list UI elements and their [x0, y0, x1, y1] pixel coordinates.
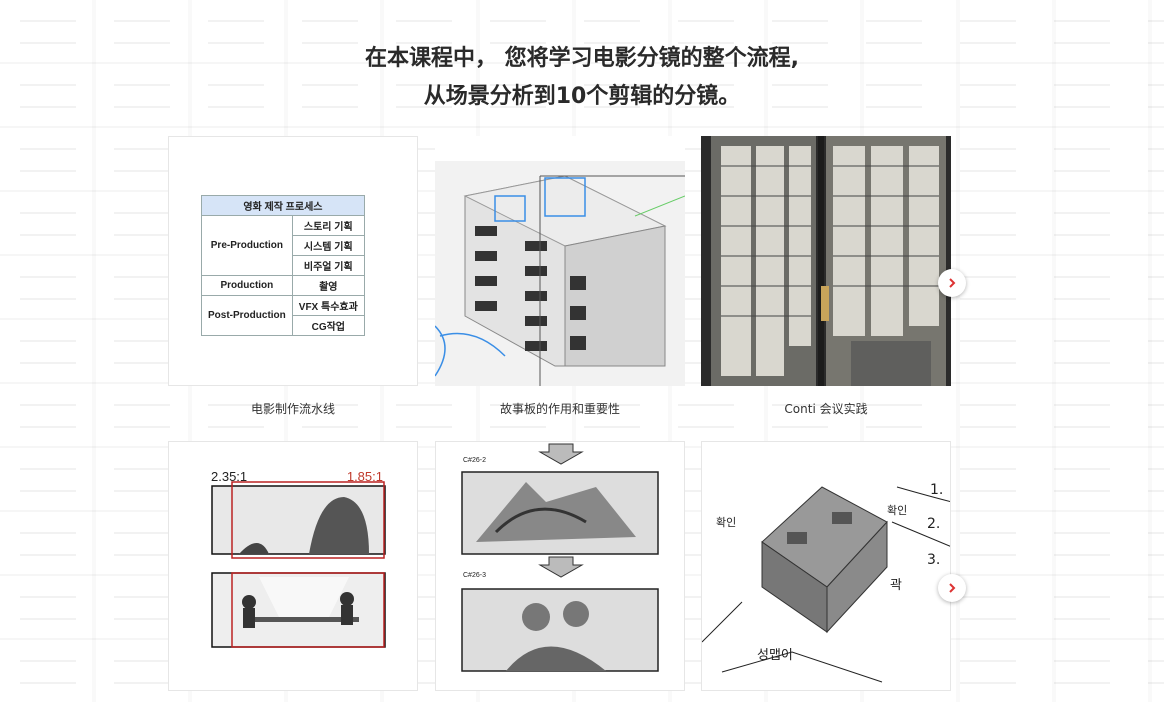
watermark-tile [960, 212, 1016, 236]
sketch-note-4: 곽 [890, 578, 902, 593]
watermark-tile [1148, 660, 1164, 684]
building-3d-image [435, 161, 685, 386]
carousel-next-button-row2[interactable] [938, 574, 966, 602]
set-layout-sketch [702, 486, 950, 683]
storyboard-wall-photo [701, 136, 951, 386]
watermark-tile [1054, 596, 1110, 620]
watermark-tile [114, 468, 170, 492]
sketch-note-2: 2. [927, 516, 941, 532]
watermark-tile [114, 212, 170, 236]
watermark-tile [114, 340, 170, 364]
chevron-right-icon [949, 583, 956, 593]
watermark-tile [1054, 148, 1110, 172]
production-process-table: 영화 제작 프로세스 Pre-Production 스토리 기획 시스템 기획 … [201, 195, 365, 336]
watermark-tile [960, 276, 1016, 300]
watermark-tile [114, 148, 170, 172]
watermark-tile [20, 468, 76, 492]
watermark-tile [960, 532, 1016, 556]
cut-label-2: C#26-3 [463, 572, 486, 579]
table-cell: 스토리 기획 [291, 215, 365, 236]
watermark-tile [1054, 468, 1110, 492]
watermark-tile [1054, 340, 1110, 364]
watermark-tile [20, 404, 76, 428]
watermark-tile [1148, 468, 1164, 492]
headline-line-2: 从场景分析到10个剪辑的分镜。 [423, 84, 741, 109]
table-cell: CG작업 [291, 315, 365, 336]
pre-production-label: Pre-Production [201, 215, 293, 276]
watermark-tile [960, 404, 1016, 428]
sketch-note-6: 확인 [716, 516, 737, 529]
table-cell: 촬영 [291, 275, 365, 296]
watermark-tile [20, 276, 76, 300]
watermark-tile [960, 596, 1016, 620]
watermark-tile [1054, 276, 1110, 300]
card-storyboard-role[interactable] [435, 136, 685, 386]
sketch-note-1: 1. [930, 482, 944, 498]
production-label: Production [201, 275, 293, 296]
watermark-tile [20, 596, 76, 620]
watermark-tile [20, 340, 76, 364]
aspect-ratio-frames [211, 481, 386, 648]
sketch-note-5: 성맵이 [757, 648, 793, 663]
cut-label-1: C#26-2 [463, 457, 486, 464]
watermark-tile [114, 596, 170, 620]
card-storyboard-cuts[interactable]: C#26-2 C#26-3 [435, 441, 685, 691]
watermark-tile [1054, 404, 1110, 428]
watermark-tile [20, 148, 76, 172]
watermark-tile [1148, 532, 1164, 556]
watermark-tile [960, 468, 1016, 492]
watermark-tile [960, 660, 1016, 684]
watermark-tile [1054, 660, 1110, 684]
card-film-pipeline[interactable]: 영화 제작 프로세스 Pre-Production 스토리 기획 시스템 기획 … [168, 136, 418, 386]
carousel-next-button-row1[interactable] [938, 269, 966, 297]
sketch-note-3: 3. [927, 552, 941, 568]
chevron-right-icon [949, 278, 956, 288]
watermark-tile [114, 276, 170, 300]
caption-conti-meeting: Conti 会议实践 [784, 402, 868, 416]
watermark-tile [1148, 148, 1164, 172]
table-cell: VFX 특수효과 [291, 295, 365, 316]
watermark-tile [1054, 532, 1110, 556]
table-header: 영화 제작 프로세스 [201, 195, 365, 216]
card-aspect-ratio[interactable]: 2.35:1 1.85:1 [168, 441, 418, 691]
watermark-tile [114, 532, 170, 556]
ratio-label-left: 2.35:1 [211, 469, 248, 484]
watermark-tile [1148, 340, 1164, 364]
table-cell: 비주얼 기획 [291, 255, 365, 276]
card-conti-meeting[interactable] [701, 136, 951, 386]
table-cell: 시스템 기획 [291, 235, 365, 256]
course-headline: 在本课程中， 您将学习电影分镜的整个流程, 从场景分析到10个剪辑的分镜。 [0, 40, 1164, 116]
sketch-note-7: 확인 [887, 504, 908, 517]
watermark-tile [1148, 596, 1164, 620]
watermark-tile [960, 340, 1016, 364]
watermark-tile [1054, 212, 1110, 236]
watermark-tile [20, 532, 76, 556]
watermark-tile [1148, 276, 1164, 300]
ratio-label-right: 1.85:1 [346, 469, 383, 484]
post-production-label: Post-Production [201, 295, 293, 336]
watermark-tile [1148, 404, 1164, 428]
card-set-sketch[interactable]: 1. 2. 3. 곽 성맵이 확인 확인 [701, 441, 951, 691]
watermark-tile [114, 404, 170, 428]
watermark-tile [20, 660, 76, 684]
watermark-tile [960, 148, 1016, 172]
watermark-tile [114, 660, 170, 684]
headline-line-1: 在本课程中， 您将学习电影分镜的整个流程, [364, 46, 800, 71]
caption-storyboard-role: 故事板的作用和重要性 [499, 402, 620, 416]
storyboard-panels [461, 443, 659, 672]
watermark-tile [20, 212, 76, 236]
watermark-tile [1148, 212, 1164, 236]
caption-film-pipeline: 电影制作流水线 [250, 402, 335, 416]
